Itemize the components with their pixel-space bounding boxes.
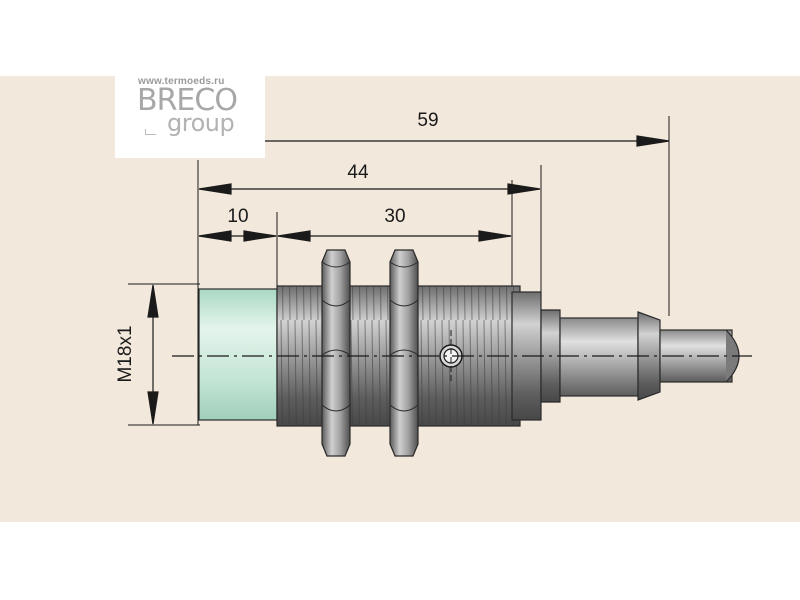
sensing-face bbox=[198, 288, 278, 421]
dim-body-label: 44 bbox=[347, 162, 369, 183]
dim-thread-size-label: M18x1 bbox=[115, 325, 136, 382]
logo-mark bbox=[145, 129, 156, 135]
lock-nut-2 bbox=[389, 249, 419, 457]
logo-brand: BRECO bbox=[137, 83, 238, 118]
extension-lines bbox=[128, 116, 670, 426]
led-indicator bbox=[439, 330, 463, 382]
lock-nut-1 bbox=[321, 249, 351, 457]
dimension-lines bbox=[147, 135, 670, 425]
logo: www.termoeds.ru BRECO group bbox=[115, 75, 265, 158]
dim-thread-label: 30 bbox=[384, 206, 405, 227]
dim-sensing-label: 10 bbox=[227, 206, 248, 227]
dim-overall-label: 59 bbox=[417, 110, 438, 131]
cable-gland bbox=[540, 309, 661, 403]
logo-url: www.termoeds.ru bbox=[138, 76, 225, 87]
logo-sub: group bbox=[167, 109, 235, 137]
